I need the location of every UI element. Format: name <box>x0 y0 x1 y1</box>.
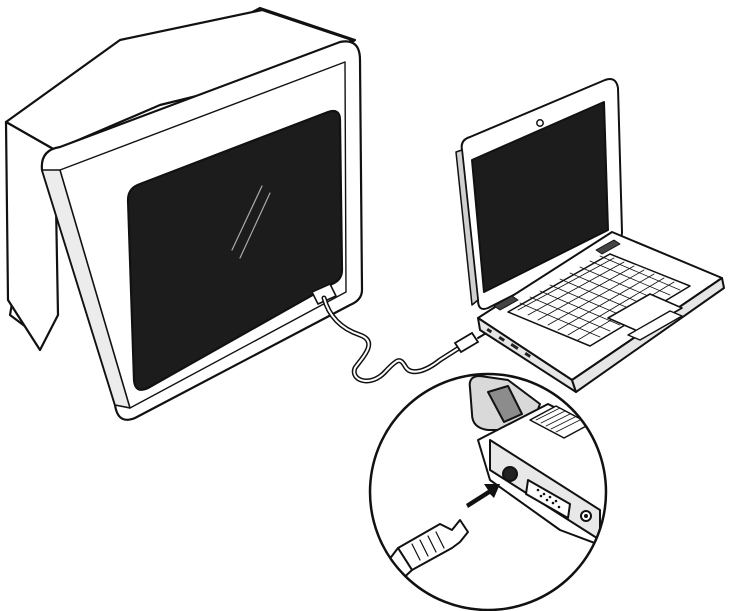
svideo-port <box>502 466 518 482</box>
tv-screen-glare <box>231 185 271 259</box>
inset-lid-hinge <box>487 385 523 423</box>
speaker-grille-right <box>595 239 621 255</box>
tv-av-ports <box>311 283 337 305</box>
cable-plug-laptop-end <box>453 331 480 354</box>
laptop-keyboard <box>507 253 691 347</box>
inset-circle-border <box>368 372 608 611</box>
connector-detail-inset <box>368 372 608 611</box>
laptop-lid-edge <box>455 149 479 306</box>
tv-bezel-inner-edge <box>59 61 347 409</box>
plug-grip-rings <box>411 531 445 561</box>
speaker-grille-left <box>493 295 519 311</box>
cable-wire-outline <box>321 295 465 384</box>
webcam-icon <box>536 119 544 127</box>
touchpad-buttons <box>627 310 683 341</box>
laptop-touchpad <box>607 293 683 333</box>
tv-screen <box>126 109 344 391</box>
video-cable <box>321 295 489 384</box>
laptop-side-ports <box>486 328 532 358</box>
laptop-screen <box>471 101 609 293</box>
inset-vent-lines <box>535 407 581 433</box>
insert-arrow-icon <box>466 484 500 508</box>
keyboard-key-grid <box>517 255 681 341</box>
tv-bezel-left-side <box>41 169 131 409</box>
laptop <box>455 78 725 393</box>
cable-wire-core <box>323 297 463 382</box>
vga-pins <box>536 488 561 509</box>
crt-television <box>4 6 364 421</box>
